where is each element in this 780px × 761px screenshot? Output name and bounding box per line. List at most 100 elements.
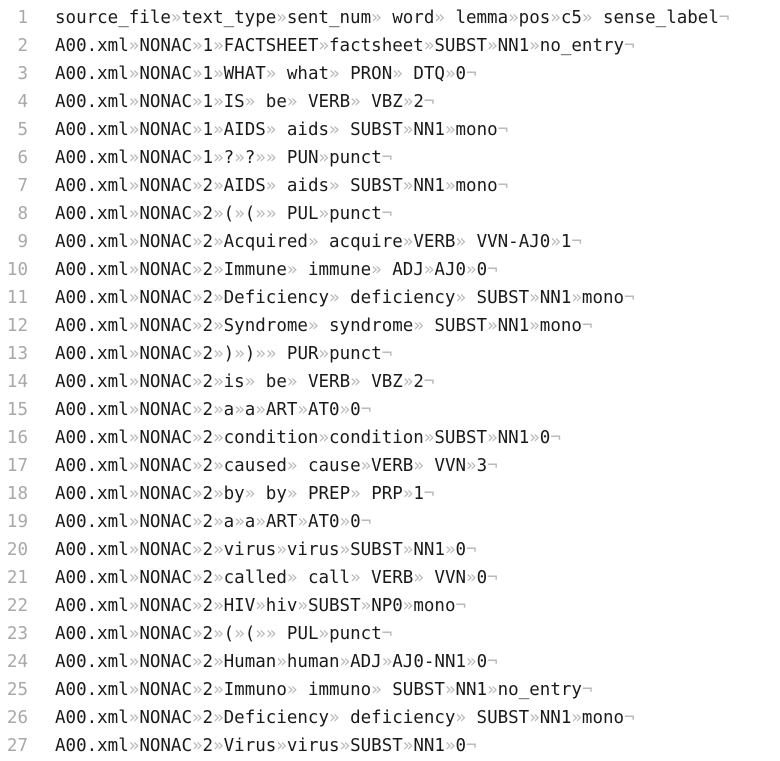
field-text: mono [455,176,498,196]
tab-marker: » [234,624,245,644]
tab-marker: » [244,372,256,392]
field-text: sent_num [286,8,372,28]
tab-marker: » [213,568,224,588]
line-content: A00.xml»NONAC»2»Immuno» immuno» SUBST»NN… [28,676,592,704]
field-text: 2 [202,540,214,560]
tab-marker: » [213,680,224,700]
field-text: SUBST [350,736,403,756]
field-text: 2 [413,372,424,392]
field-text: A00.xml [55,428,129,448]
field-text: aids [276,120,330,140]
tab-marker: » [297,400,308,420]
field-text: A00.xml [55,92,129,112]
tab-marker: » [286,92,298,112]
field-text: 1 [202,120,214,140]
tab-marker: » [286,484,298,504]
tab-marker: » [192,512,203,532]
tab-marker: » [529,428,540,448]
tab-marker: » [265,204,277,224]
field-text: 2 [202,176,214,196]
field-text: NONAC [139,596,192,616]
eol-marker: ¬ [381,624,393,644]
field-text: punct [329,204,382,224]
field-text: Immune [223,260,287,280]
tab-marker: » [213,708,224,728]
field-text: ? [244,148,256,168]
line-content: A00.xml»NONAC»2»Deficiency» deficiency» … [28,284,635,312]
field-text: VVN [423,456,467,476]
tab-marker: » [128,708,140,728]
tab-marker: » [192,92,203,112]
field-text: call [297,568,351,588]
tab-marker: » [550,8,561,28]
tab-marker: » [128,372,140,392]
field-text: SUBST [350,540,403,560]
line-number: 10 [6,260,28,280]
tab-marker: » [128,484,140,504]
tab-marker: » [329,708,340,728]
field-text: VBZ [360,92,403,112]
field-text: SUBST [339,120,403,140]
tab-marker: » [339,540,351,560]
tab-marker: » [371,8,382,28]
line-content: A00.xml»NONAC»2»a»a»ART»AT0»0¬ [28,508,371,536]
tab-marker: » [466,568,477,588]
tab-marker: » [371,680,382,700]
tab-marker: » [265,64,277,84]
tab-marker: » [529,36,540,56]
eol-marker: ¬ [581,680,593,700]
field-text: punct [329,624,382,644]
eol-marker: ¬ [381,204,393,224]
tab-marker: » [255,148,266,168]
line-number: 4 [17,92,28,112]
field-text: Human [223,652,277,672]
field-text: 1 [560,232,572,252]
field-text: 1 [202,148,214,168]
field-text: PRP [360,484,403,504]
tab-marker: » [318,36,330,56]
tab-marker: » [213,36,224,56]
field-text: 2 [202,344,214,364]
field-text: AIDS [223,120,266,140]
eol-marker: ¬ [381,344,393,364]
tab-marker: » [213,512,224,532]
eol-marker: ¬ [624,36,635,56]
tab-marker: » [128,400,140,420]
tab-marker: » [192,680,203,700]
field-text: 2 [202,372,214,392]
tab-marker: » [265,624,277,644]
tab-marker: » [329,64,340,84]
field-text: ( [244,204,256,224]
eol-marker: ¬ [550,428,561,448]
tab-marker: » [128,260,140,280]
field-text: NONAC [139,512,192,532]
